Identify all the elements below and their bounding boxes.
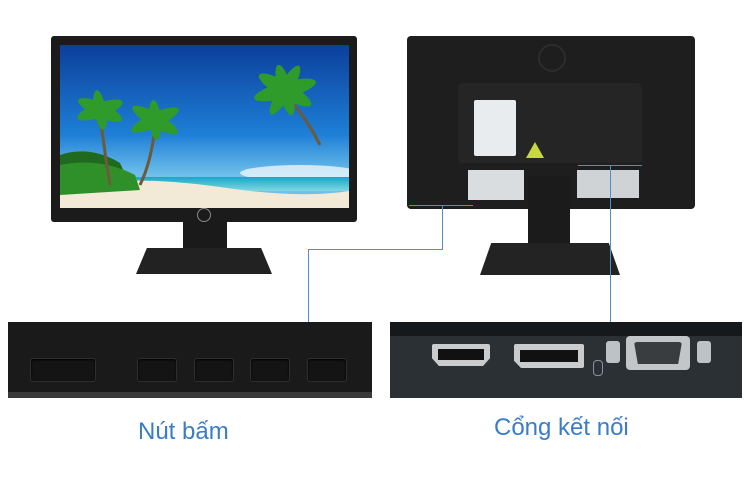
vga-screw <box>697 341 711 363</box>
caption-buttons: Nút bấm <box>138 418 229 445</box>
serial-label-sticker <box>468 170 524 200</box>
caption-ports: Cổng kết nối <box>494 414 629 441</box>
vga-port-pins <box>634 342 682 364</box>
vga-screw <box>606 341 620 363</box>
hardware-button <box>137 358 177 382</box>
callout-line <box>308 249 443 250</box>
hdmi-port-slot <box>438 349 484 360</box>
port-label-sticker <box>577 170 639 198</box>
hp-logo-icon <box>538 44 566 72</box>
monitor-screen-wallpaper <box>60 45 349 208</box>
callout-line <box>442 205 443 249</box>
beach-wallpaper-image <box>60 45 349 208</box>
hardware-button <box>194 358 234 382</box>
monitor-back-base <box>480 243 620 275</box>
monitor-front-neck <box>183 222 227 252</box>
callout-line <box>610 165 611 322</box>
monitor-front-base <box>136 248 272 274</box>
buttons-closeup-edge <box>8 392 372 398</box>
warning-triangle-icon <box>526 142 544 158</box>
hardware-button <box>250 358 290 382</box>
ports-closeup-top <box>390 322 742 336</box>
hp-logo-icon <box>197 208 211 222</box>
displayport-port-slot <box>520 350 578 362</box>
hardware-button-power <box>307 358 347 382</box>
callout-line <box>409 205 473 206</box>
security-lock-slot <box>593 360 603 376</box>
spec-label-sticker <box>474 100 516 156</box>
hardware-button-menu <box>30 358 96 382</box>
monitor-back-neck <box>528 176 570 248</box>
callout-line <box>308 249 309 322</box>
